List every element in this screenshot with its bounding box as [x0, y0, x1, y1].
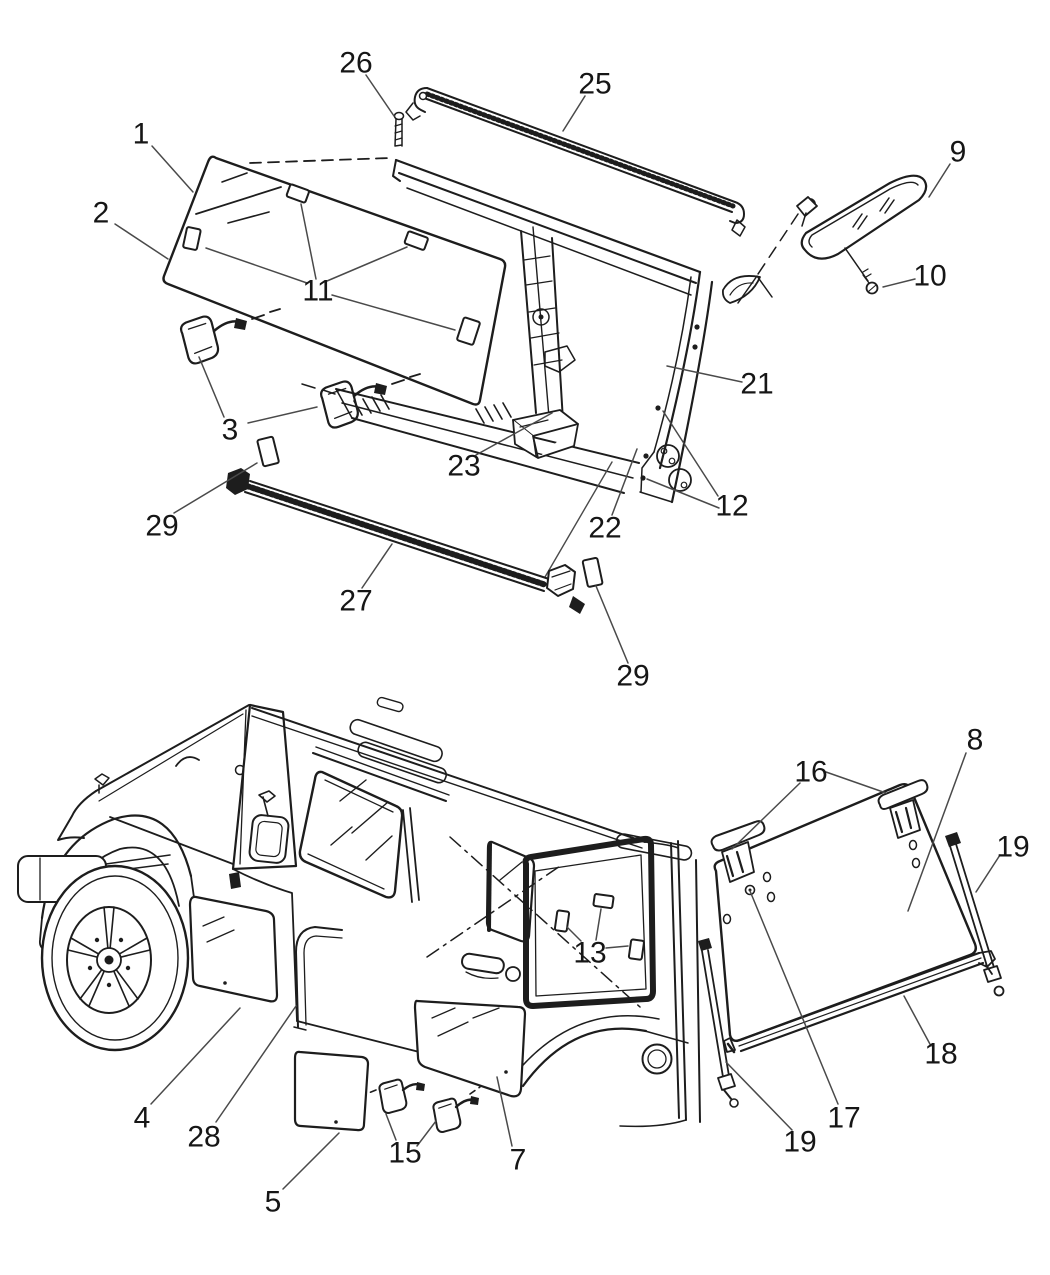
rear-window-glass [710, 779, 978, 1043]
liftgate-rail [723, 950, 996, 1054]
front-wheel [40, 864, 190, 1052]
quarter-glass-spacers [553, 893, 645, 961]
callout-21-label: 21 [740, 368, 773, 401]
callout-layer: 1239101112212223252627292945781315161718… [93, 47, 1030, 1219]
callout-9-leader [928, 163, 951, 198]
callout-16-leader [731, 782, 801, 850]
windshield-glass [162, 155, 507, 406]
callout-25-label: 25 [578, 68, 611, 101]
mirror-screw [862, 268, 879, 295]
callout-18-leader [903, 995, 932, 1047]
windshield-frame [301, 158, 714, 578]
callout-7-leader [496, 1076, 513, 1147]
callout-17-label: 17 [827, 1102, 860, 1135]
lower-seal-bar [226, 468, 585, 614]
callout-27-leader [361, 543, 393, 589]
callout-18-label: 18 [924, 1038, 957, 1071]
callout-2-leader [114, 223, 169, 260]
rear-door-glass [413, 999, 527, 1098]
callout-22-leader [611, 448, 638, 516]
callout-19-leader [725, 1061, 793, 1131]
callout-13-leader [595, 908, 602, 941]
callout-9-label: 9 [950, 136, 967, 169]
callout-1-leader [151, 145, 194, 193]
callout-11-leader [205, 247, 308, 284]
callout-4-label: 4 [134, 1102, 151, 1135]
callout-12-leader [646, 478, 720, 509]
callout-29-leader [173, 462, 258, 514]
callout-11-leader [331, 294, 456, 331]
callout-10-leader [882, 278, 916, 288]
front-door-glass [188, 895, 279, 1003]
callout-15-leader [385, 1113, 397, 1141]
callout-17-leader [749, 890, 839, 1105]
callout-19-leader [975, 854, 1001, 893]
header-rail [405, 87, 746, 237]
callout-23-leader [475, 412, 553, 456]
gas-struts [698, 832, 1005, 1108]
callout-28-label: 28 [187, 1121, 220, 1154]
callout-12-leader [662, 410, 719, 497]
sliding-glass-panel [293, 1050, 370, 1132]
callout-26-leader [365, 74, 395, 117]
callout-25-leader [562, 95, 586, 132]
callout-13-leader [605, 945, 629, 949]
callout-3-leader [247, 406, 318, 424]
callout-26-label: 26 [339, 47, 372, 80]
callout-5-label: 5 [265, 1186, 282, 1219]
callout-13-leader [566, 926, 582, 942]
callout-4-leader [150, 1007, 241, 1105]
glass-hinge-right [877, 779, 929, 839]
callout-8-label: 8 [967, 724, 984, 757]
callout-7-label: 7 [510, 1144, 527, 1177]
callout-12-label: 12 [715, 490, 748, 523]
callout-11-label: 11 [302, 275, 333, 308]
callout-27-label: 27 [339, 585, 372, 618]
callout-10-label: 10 [913, 260, 946, 293]
callout-2-label: 2 [93, 197, 110, 230]
callout-11-leader [300, 203, 317, 280]
callout-3-label: 3 [222, 414, 239, 447]
callout-16-label: 16 [794, 756, 827, 789]
callout-13-label: 13 [573, 937, 606, 970]
callout-3-leader [198, 356, 225, 418]
glass-clips [365, 1078, 481, 1133]
callout-1-label: 1 [133, 118, 150, 151]
callout-19-label: 19 [996, 831, 1029, 864]
callout-29-label: 29 [145, 510, 178, 543]
rearview-mirror [721, 174, 928, 304]
windshield-assembly-figure [162, 87, 928, 614]
glass-run-channel [293, 926, 343, 1031]
callout-16-leader [825, 771, 887, 794]
screw-26 [393, 111, 405, 147]
cowl-bracket [512, 409, 579, 459]
callout-11-leader [326, 246, 408, 282]
callout-28-leader [215, 1005, 297, 1123]
callout-19-label: 19 [783, 1126, 816, 1159]
callout-23-label: 23 [447, 450, 480, 483]
glass-hinge-left [710, 820, 766, 896]
callout-5-leader [282, 1132, 340, 1190]
callout-29-label: 29 [616, 660, 649, 693]
side-mirror [248, 790, 290, 864]
vehicle-side-glass-figure [17, 696, 1005, 1133]
callout-15-label: 15 [388, 1137, 421, 1170]
callout-21-leader [666, 365, 743, 383]
glass-spacer-pads [182, 183, 604, 588]
callout-15-leader [416, 1120, 437, 1147]
callout-29-leader [595, 585, 629, 664]
callout-22-label: 22 [588, 512, 621, 545]
callout-8-leader [907, 752, 967, 912]
